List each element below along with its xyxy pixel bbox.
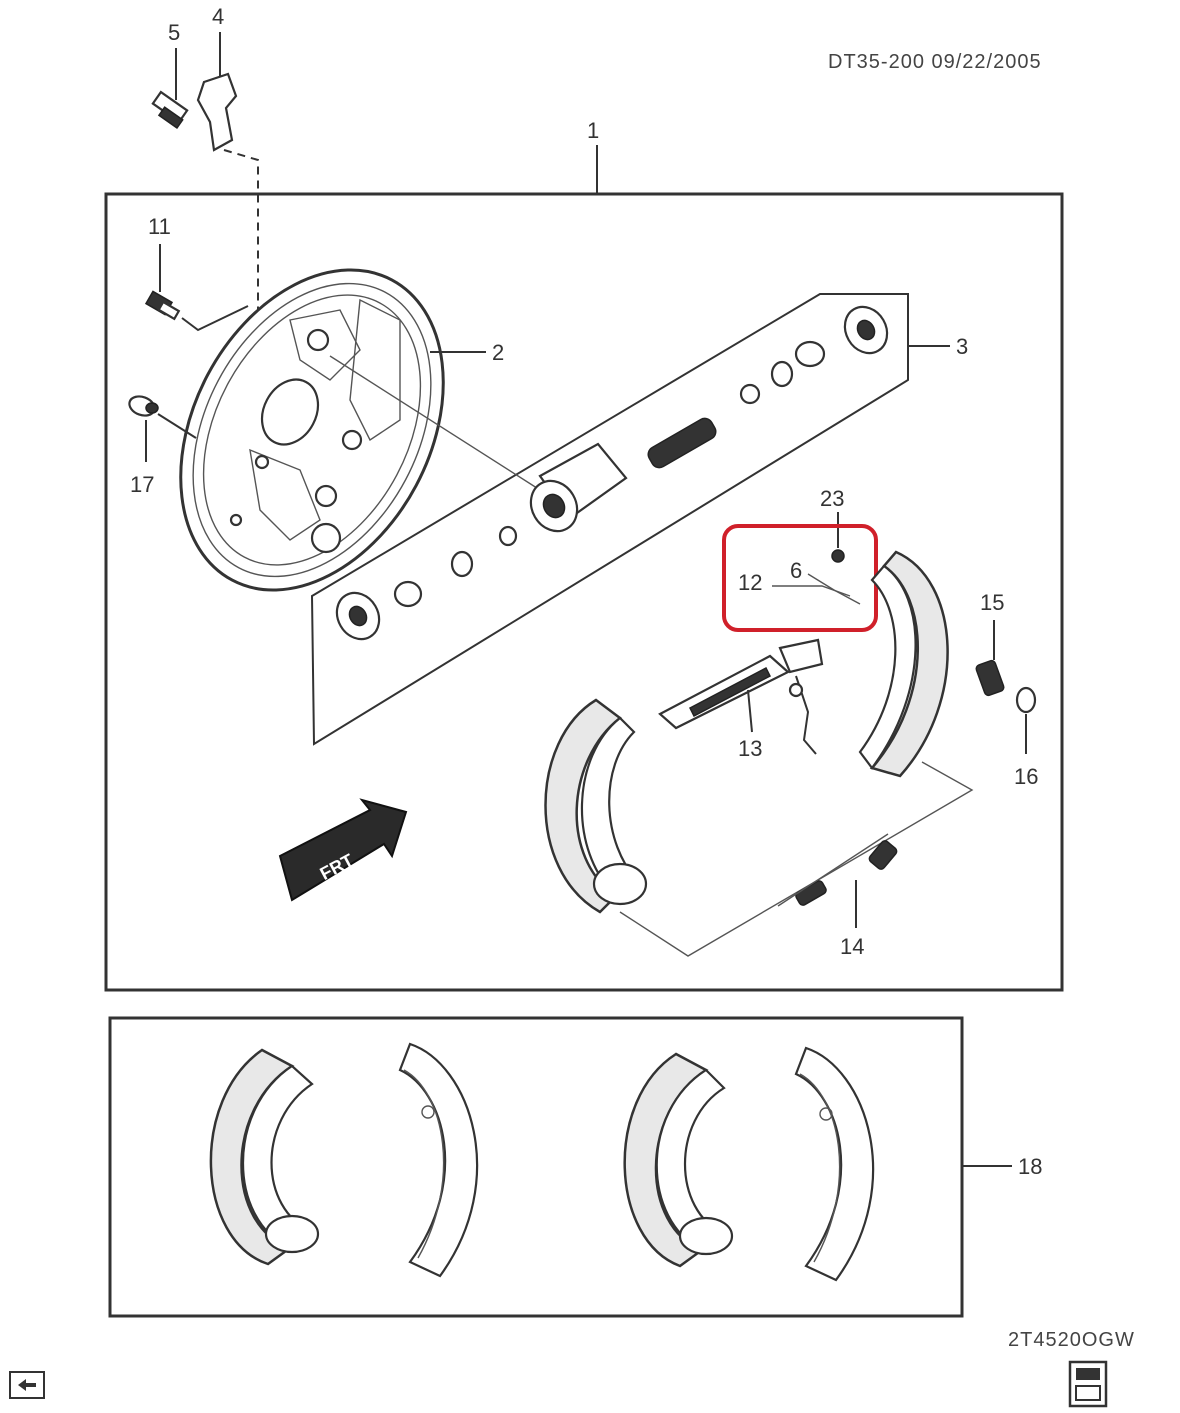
- callout-1: 1: [587, 118, 599, 143]
- wheel-cylinder-parts: [335, 305, 889, 641]
- bolt-part-5: [151, 90, 189, 130]
- brake-shoe-leading: [544, 698, 648, 914]
- return-spring-part-14: [777, 833, 898, 907]
- callout-23: 23: [820, 486, 844, 511]
- callout-2: 2: [492, 340, 504, 365]
- backing-plate-part-2: [179, 268, 445, 592]
- back-icon[interactable]: [9, 1371, 45, 1399]
- pin-part-23: [831, 549, 845, 563]
- callout-11: 11: [148, 214, 171, 239]
- callout-12: 12: [738, 570, 762, 595]
- drawing-code: DT35-200 09/22/2005: [828, 51, 1042, 73]
- callout-13: 13: [738, 736, 762, 761]
- figure-code: 2T4520OGW: [1008, 1329, 1135, 1351]
- callout-16: 16: [1014, 764, 1038, 789]
- callout-15: 15: [980, 590, 1004, 615]
- bleeder-part-17: [128, 395, 159, 417]
- callout-17: 17: [130, 472, 154, 497]
- clip-part-16: [1015, 686, 1037, 714]
- spring-part-15: [975, 659, 1005, 697]
- callout-18: 18: [1018, 1154, 1042, 1179]
- wheel-cylinder-group-outline: [310, 293, 909, 746]
- print-icon[interactable]: [1068, 1360, 1108, 1408]
- callout-4: 4: [212, 4, 224, 29]
- callout-3: 3: [956, 334, 968, 359]
- main-assembly-frame: [104, 192, 1064, 992]
- callout-6: 6: [790, 558, 802, 583]
- bolt-part-11: [144, 290, 181, 321]
- callout-14: 14: [840, 934, 864, 959]
- callout-5: 5: [168, 20, 180, 45]
- brake-shoe-trailing: [858, 550, 949, 778]
- shoe-set-part-18: [209, 1042, 875, 1282]
- adjuster-lever-part-13: [658, 638, 824, 755]
- bracket-part-4: [196, 72, 238, 152]
- front-direction-arrow: FRT: [278, 798, 408, 902]
